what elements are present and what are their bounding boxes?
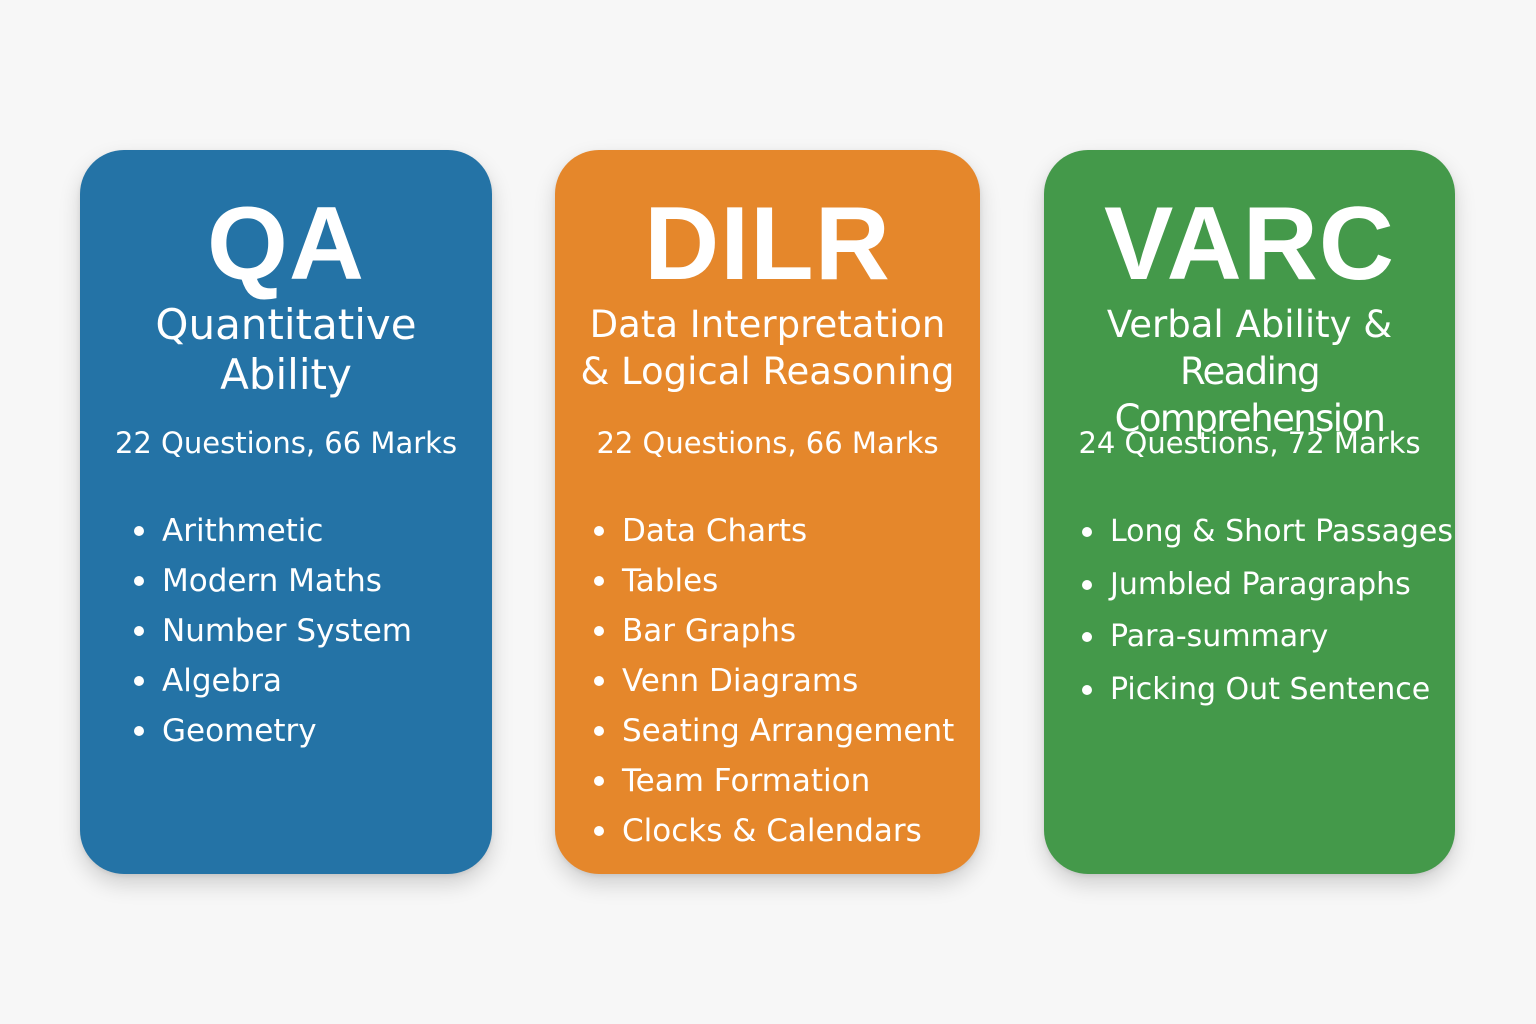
topic-label: Venn Diagrams bbox=[622, 663, 859, 699]
topic-item: Team Formation bbox=[594, 756, 954, 806]
card-dilr: DILR Data Interpretation & Logical Reaso… bbox=[555, 150, 980, 874]
bullet-icon bbox=[1082, 684, 1092, 695]
topic-item: Bar Graphs bbox=[594, 606, 954, 656]
topic-label: Arithmetic bbox=[162, 513, 324, 549]
topic-label: Bar Graphs bbox=[622, 613, 797, 649]
topic-label: Seating Arrangement bbox=[622, 713, 955, 749]
topic-item: Picking Out Sentence bbox=[1082, 664, 1453, 717]
card-qa: QA Quantitative Ability 22 Questions, 66… bbox=[80, 150, 492, 874]
topic-item: Data Charts bbox=[594, 506, 954, 556]
bullet-icon bbox=[594, 526, 604, 536]
bullet-icon bbox=[134, 576, 144, 586]
topic-label: Jumbled Paragraphs bbox=[1110, 566, 1411, 602]
topic-item: Long & Short Passages bbox=[1082, 506, 1454, 559]
bullet-icon bbox=[134, 526, 144, 536]
bullet-icon bbox=[594, 676, 604, 686]
topic-item: Venn Diagrams bbox=[594, 656, 954, 706]
topic-label: Tables bbox=[622, 563, 719, 599]
topic-list: Data Charts Tables Bar Graphs Venn Diagr… bbox=[594, 506, 955, 856]
bullet-icon bbox=[594, 576, 604, 586]
card-varc: VARC Verbal Ability & Reading Comprehens… bbox=[1044, 150, 1455, 874]
topic-item: Arithmetic bbox=[134, 506, 412, 556]
topic-label: Data Charts bbox=[622, 513, 808, 549]
bullet-icon bbox=[594, 626, 604, 636]
topic-label: Team Formation bbox=[622, 763, 871, 799]
topic-item: Tables bbox=[594, 556, 954, 606]
section-name-line: Verbal Ability & bbox=[1106, 303, 1393, 346]
topic-label: Para-summary bbox=[1110, 619, 1329, 654]
section-name-line: Quantitative bbox=[155, 300, 417, 349]
topic-item: Geometry bbox=[134, 706, 412, 756]
bullet-icon bbox=[594, 776, 604, 786]
section-name-line: Data Interpretation bbox=[589, 303, 946, 346]
topic-list: Long & Short Passages Jumbled Paragraphs… bbox=[1082, 506, 1454, 717]
bullet-icon bbox=[594, 826, 604, 836]
topic-label: Number System bbox=[162, 613, 412, 649]
topic-item: Clocks & Calendars bbox=[594, 806, 954, 856]
topic-item: Seating Arrangement bbox=[594, 706, 955, 756]
topic-label: Picking Out Sentence bbox=[1110, 671, 1431, 707]
bullet-icon bbox=[594, 726, 604, 736]
topic-label: Long & Short Passages bbox=[1110, 514, 1454, 549]
section-full-name: Data Interpretation & Logical Reasoning bbox=[555, 302, 980, 396]
bullet-icon bbox=[134, 676, 144, 686]
section-full-name: Verbal Ability & Reading Comprehension bbox=[1044, 302, 1455, 443]
bullet-icon bbox=[1082, 527, 1092, 538]
section-full-name: Quantitative Ability bbox=[80, 300, 492, 401]
section-name-line: Reading Comprehension bbox=[1114, 349, 1386, 440]
section-abbreviation: VARC bbox=[1104, 186, 1395, 302]
topic-label: Geometry bbox=[162, 713, 317, 749]
topic-label: Algebra bbox=[162, 663, 282, 699]
topic-item: Para-summary bbox=[1082, 611, 1453, 664]
topic-label: Modern Maths bbox=[162, 563, 382, 599]
bullet-icon bbox=[1082, 579, 1092, 590]
topic-list: Arithmetic Modern Maths Number System Al… bbox=[134, 506, 412, 756]
topic-label: Clocks & Calendars bbox=[622, 813, 922, 849]
topic-item: Number System bbox=[134, 606, 412, 656]
bullet-icon bbox=[1082, 632, 1092, 643]
topic-item: Jumbled Paragraphs bbox=[1082, 559, 1453, 612]
bullet-icon bbox=[134, 626, 144, 636]
questions-marks: 24 Questions, 72 Marks bbox=[1078, 426, 1421, 460]
section-name-line: & Logical Reasoning bbox=[580, 349, 955, 393]
section-name-line: Ability bbox=[220, 350, 352, 400]
questions-marks: 22 Questions, 66 Marks bbox=[596, 426, 939, 460]
questions-marks: 22 Questions, 66 Marks bbox=[114, 426, 458, 460]
section-abbreviation: DILR bbox=[644, 186, 891, 302]
section-abbreviation: QA bbox=[207, 186, 365, 302]
topic-item: Modern Maths bbox=[134, 556, 412, 606]
topic-item: Algebra bbox=[134, 656, 412, 706]
bullet-icon bbox=[134, 726, 144, 736]
